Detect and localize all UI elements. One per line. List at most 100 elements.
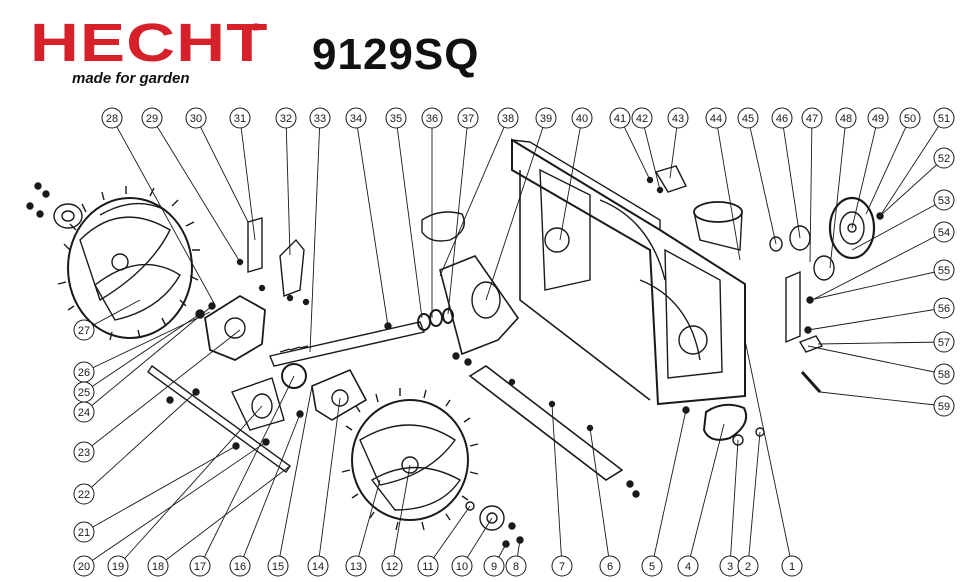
callout-circle-57 <box>933 331 955 353</box>
callout-circle-30 <box>185 107 207 129</box>
gearbox-half <box>231 363 368 431</box>
leader-line-45 <box>747 117 777 245</box>
callout-label-57: 57 <box>938 337 950 349</box>
model-number: 9129SQ <box>312 30 480 79</box>
callout-circle-50 <box>899 107 921 129</box>
leader-line-17 <box>199 375 295 567</box>
callout-label-13: 13 <box>350 561 362 573</box>
leader-line-50 <box>865 117 911 215</box>
leader-line-19 <box>117 405 263 567</box>
callout-circle-45 <box>737 107 759 129</box>
callout-label-41: 41 <box>614 113 626 125</box>
leader-line-13 <box>355 479 381 567</box>
leader-line-37 <box>447 117 469 315</box>
callout-circle-52 <box>933 147 955 169</box>
leader-line-14 <box>317 397 341 567</box>
leader-line-52 <box>879 157 945 217</box>
leader-line-46 <box>781 117 801 239</box>
callout-label-10: 10 <box>456 561 468 573</box>
callout-label-3: 3 <box>727 561 733 573</box>
callout-label-22: 22 <box>78 489 90 501</box>
callout-label-31: 31 <box>234 113 246 125</box>
callout-label-32: 32 <box>280 113 292 125</box>
callout-label-24: 24 <box>78 407 90 419</box>
leader-line-1 <box>744 339 793 567</box>
callout-circle-59 <box>933 395 955 417</box>
hecht-logo: HECHT ® made for garden <box>0 0 270 92</box>
callout-circle-23 <box>73 441 95 463</box>
callout-label-38: 38 <box>502 113 514 125</box>
callout-label-45: 45 <box>742 113 754 125</box>
leader-line-53 <box>851 199 945 251</box>
callout-circle-8 <box>505 555 527 577</box>
leader-line-20 <box>83 441 267 567</box>
callout-label-25: 25 <box>78 387 90 399</box>
callout-circle-37 <box>457 107 479 129</box>
callout-label-42: 42 <box>636 113 648 125</box>
callout-circle-43 <box>667 107 689 129</box>
callout-label-46: 46 <box>776 113 788 125</box>
callout-circle-20 <box>73 555 95 577</box>
callout-circle-36 <box>421 107 443 129</box>
leader-line-15 <box>277 385 313 567</box>
callout-label-52: 52 <box>938 153 950 165</box>
leader-line-55 <box>809 269 945 301</box>
callout-label-34: 34 <box>350 113 362 125</box>
callout-circle-11 <box>417 555 439 577</box>
leader-line-54 <box>811 231 945 301</box>
leader-line-38 <box>439 117 509 277</box>
leader-line-39 <box>485 117 547 301</box>
leader-line-29 <box>151 117 241 263</box>
leader-line-28 <box>111 117 216 306</box>
leader-line-5 <box>651 409 687 567</box>
leader-line-35 <box>395 117 423 319</box>
callout-label-12: 12 <box>386 561 398 573</box>
leader-line-31 <box>239 117 256 241</box>
leader-line-51 <box>879 117 945 217</box>
callout-label-44: 44 <box>710 113 722 125</box>
callout-label-11: 11 <box>422 561 433 573</box>
callout-label-2: 2 <box>745 561 751 573</box>
leader-line-26 <box>83 311 211 373</box>
leader-line-49 <box>851 117 879 229</box>
callout-circle-9 <box>483 555 505 577</box>
leader-line-23 <box>83 329 241 453</box>
callout-label-49: 49 <box>872 113 884 125</box>
callout-circle-1 <box>781 555 803 577</box>
callout-circle-53 <box>933 189 955 211</box>
callout-label-6: 6 <box>607 561 613 573</box>
callout-circle-55 <box>933 259 955 281</box>
callout-label-23: 23 <box>78 447 90 459</box>
leader-line-6 <box>589 427 611 567</box>
callout-circle-12 <box>381 555 403 577</box>
callout-label-17: 17 <box>194 561 206 573</box>
callout-label-15: 15 <box>272 561 284 573</box>
callout-circle-10 <box>451 555 473 577</box>
callout-label-35: 35 <box>390 113 402 125</box>
leader-line-41 <box>619 117 651 181</box>
callout-circle-15 <box>267 555 289 577</box>
leader-line-48 <box>829 117 847 269</box>
callout-label-48: 48 <box>840 113 852 125</box>
callout-label-36: 36 <box>426 113 438 125</box>
leader-line-47 <box>809 117 813 263</box>
callout-label-28: 28 <box>106 113 118 125</box>
callout-label-29: 29 <box>146 113 158 125</box>
callout-circle-33 <box>309 107 331 129</box>
mount-brackets <box>236 217 310 306</box>
callout-label-43: 43 <box>672 113 684 125</box>
leader-line-22 <box>83 391 197 495</box>
leader-line-21 <box>83 445 237 533</box>
callout-circle-22 <box>73 483 95 505</box>
callout-label-30: 30 <box>190 113 202 125</box>
callout-circle-58 <box>933 363 955 385</box>
callout-label-26: 26 <box>78 367 90 379</box>
left-auger <box>57 186 200 341</box>
callout-circle-40 <box>571 107 593 129</box>
callout-circle-28 <box>101 107 123 129</box>
callout-circle-41 <box>609 107 631 129</box>
shaft-spacers <box>417 211 465 331</box>
callout-circle-32 <box>275 107 297 129</box>
